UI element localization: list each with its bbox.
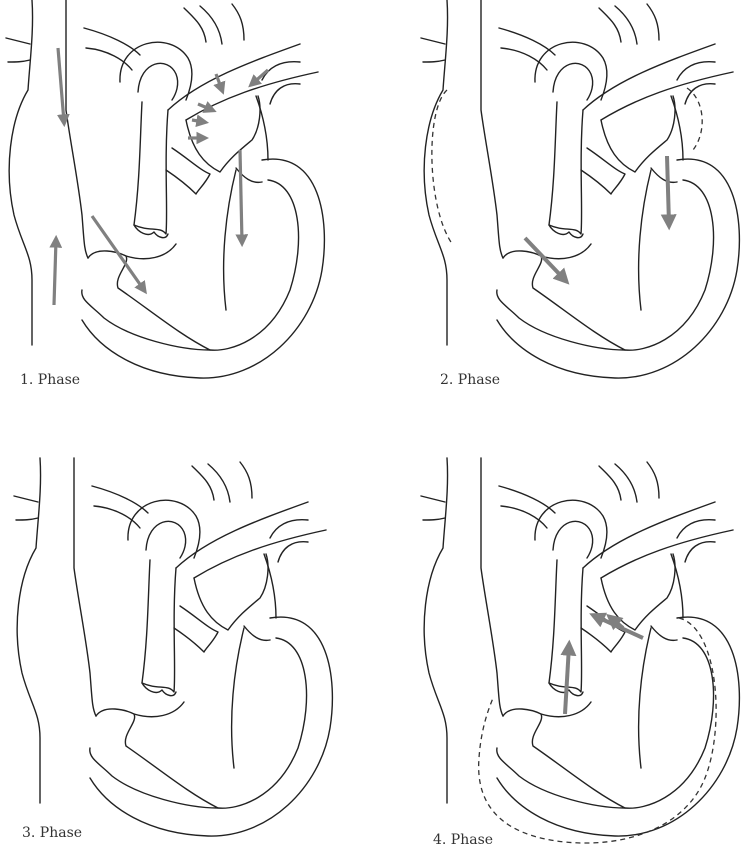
phase-2-dashed-left-atrium-outline [687, 88, 702, 150]
phase-4-heart-diagram [375, 428, 745, 848]
phase-2-panel: 2. Phase [375, 0, 745, 420]
phase-4-flow-arrows [565, 616, 643, 714]
phase-1-panel: 1. Phase [0, 0, 370, 420]
phase-1-flow-arrows [54, 48, 268, 305]
phase-2-flow-arrows [525, 156, 669, 280]
phase-2-caption: 2. Phase [440, 372, 500, 388]
phase-4-caption: 4. Phase [433, 832, 493, 848]
phase-4-panel: 4. Phase [375, 428, 745, 848]
phase-3-caption: 3. Phase [22, 825, 82, 841]
phase-2-heart-diagram [375, 0, 745, 420]
phase-3-heart-diagram [0, 428, 370, 848]
phase-1-caption: 1. Phase [20, 372, 80, 388]
phase-3-panel: 3. Phase [0, 428, 370, 848]
phase-4-dashed-ventricle-outline [479, 618, 716, 843]
phase-1-heart-diagram [0, 0, 370, 420]
phase-2-dashed-atrium-outline [432, 90, 453, 245]
